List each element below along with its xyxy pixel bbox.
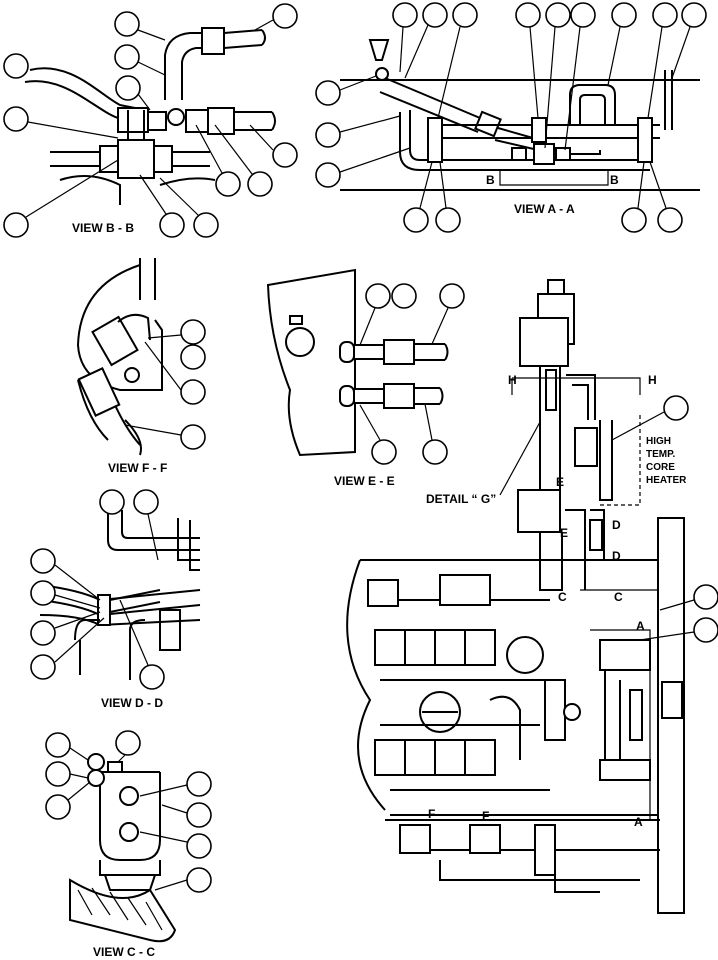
view-f-f-title: VIEW F - F (108, 461, 167, 475)
heater-note-line4: HEATER (646, 475, 687, 486)
marker-f-right: F (482, 809, 489, 823)
main-engine-drawing (346, 279, 685, 914)
marker-a-top: A (636, 619, 645, 633)
view-b-b-title: VIEW B - B (72, 221, 134, 235)
heater-note-line3: CORE (646, 462, 675, 473)
callout-bubbles (3, 2, 718, 893)
view-a-a-drawing (340, 39, 700, 191)
marker-f-left: F (428, 807, 435, 821)
marker-d-top: D (612, 518, 621, 532)
section-markers: B B H H E E D D C C A A F F (428, 173, 657, 829)
view-e-e-drawing (266, 268, 449, 457)
marker-b-left: B (486, 173, 495, 187)
marker-e-top: E (556, 475, 564, 489)
heater-note-line2: TEMP. (646, 449, 675, 460)
view-c-c-drawing (69, 761, 177, 943)
marker-h-right: H (648, 373, 657, 387)
marker-d-bottom: D (612, 549, 621, 563)
view-e-e-title: VIEW E - E (334, 474, 395, 488)
view-c-c-title: VIEW C - C (93, 945, 155, 959)
marker-c-right: C (614, 590, 623, 604)
view-d-d-title: VIEW D - D (101, 696, 163, 710)
view-b-b-drawing (24, 27, 276, 205)
marker-b-right: B (610, 173, 619, 187)
marker-c-left: C (558, 590, 567, 604)
detail-g-leader (499, 421, 541, 496)
marker-a-bottom: A (634, 815, 643, 829)
marker-e-bottom: E (560, 526, 568, 540)
view-f-f-drawing (76, 258, 163, 456)
view-a-a-title: VIEW A - A (514, 202, 575, 216)
marker-h-left: H (508, 373, 517, 387)
heater-note-line1: HIGH (646, 436, 671, 447)
cylinder-heads (374, 629, 496, 776)
heater-note: HIGH TEMP. CORE HEATER (646, 436, 687, 486)
detail-g-title: DETAIL “ G” (426, 492, 496, 506)
view-titles: VIEW B - B VIEW A - A VIEW F - F VIEW E … (72, 202, 575, 959)
